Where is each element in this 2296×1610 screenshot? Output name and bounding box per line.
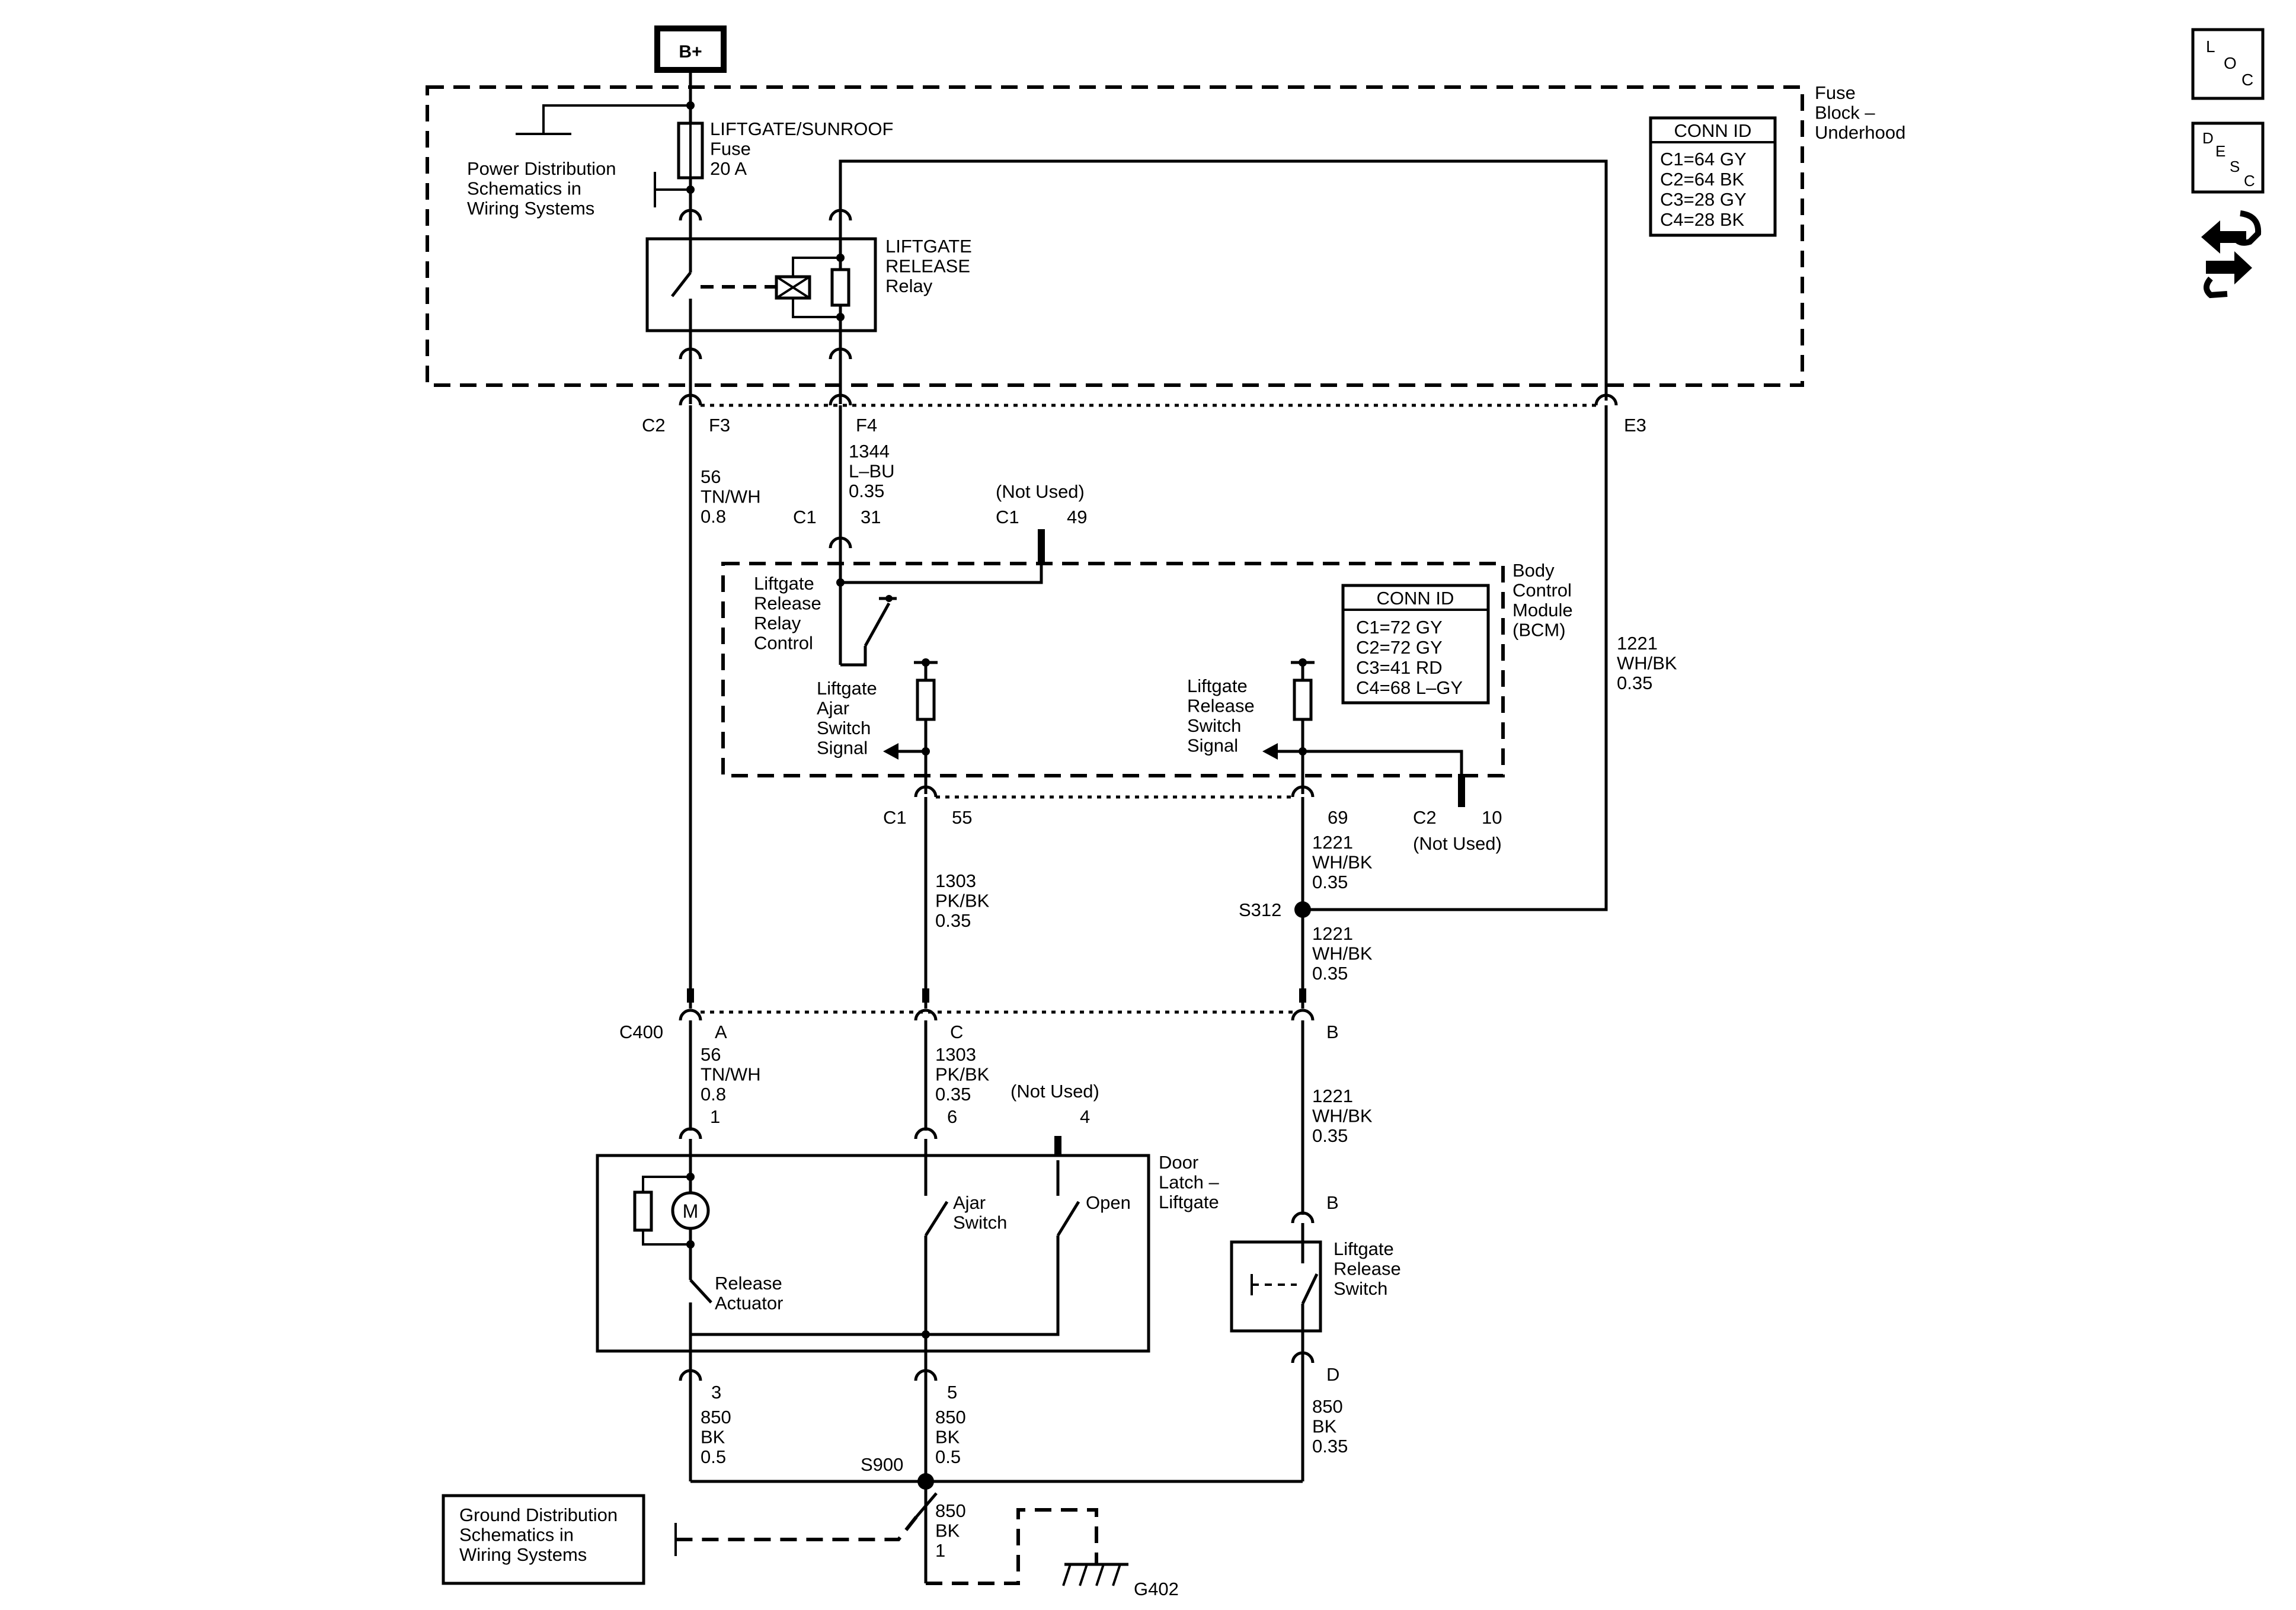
power-distribution-bracket — [654, 172, 690, 207]
wire-relay-to-e3 — [839, 159, 1608, 401]
ground-g402-label: G402 — [1134, 1579, 1179, 1599]
door-latch-liftgate — [596, 1154, 1150, 1353]
not-used-label: (Not Used) — [1011, 1081, 1099, 1102]
svg-text:L: L — [2206, 37, 2215, 56]
ground-distribution-reference-box — [442, 1494, 645, 1585]
c400-pin-b-label: B — [1326, 1022, 1339, 1042]
bcm-pin-69-label: 69 — [1328, 807, 1348, 828]
battery-positive-label: B+ — [679, 42, 702, 62]
bcm-conn-id-table: CONN ID C1=72 GY C2=72 GY C3=41 RD C4=68… — [1341, 584, 1490, 705]
conn-id-row: C1=64 GY — [1660, 149, 1747, 169]
open-switch-label: Open — [1086, 1192, 1131, 1213]
motor-label: M — [683, 1201, 699, 1222]
svg-text:C: C — [2241, 71, 2253, 89]
bcm-c1-connector-label: C1 — [793, 507, 817, 527]
fuse-block-boundary — [426, 85, 1804, 387]
connector-c400-label: C400 — [619, 1022, 663, 1042]
latch-pin-5-label: 5 — [947, 1382, 957, 1403]
wrench-diagnostic-icon[interactable] — [2201, 210, 2262, 299]
conn-id-row: C3=28 GY — [1660, 189, 1747, 210]
svg-text:O: O — [2224, 54, 2237, 72]
splice-s312-label: S312 — [1239, 900, 1281, 920]
bcm-c1-connector-label: C1 — [996, 507, 1019, 527]
ground-g402-symbol — [1062, 1563, 1128, 1586]
conn-id-row: C2=72 GY — [1356, 637, 1443, 658]
svg-text:E: E — [2215, 142, 2225, 160]
wire-1221-to-e3 — [1303, 405, 1608, 911]
c400-pin-a-label: A — [715, 1022, 727, 1042]
release-switch-pin-d-label: D — [1326, 1364, 1339, 1385]
c400-pin-c-label: C — [950, 1022, 963, 1042]
latch-pin-6-label: 6 — [947, 1106, 957, 1127]
latch-pin-3-label: 3 — [711, 1382, 721, 1403]
liftgate-release-switch — [1230, 1240, 1322, 1333]
bcm-boundary — [721, 562, 1505, 777]
svg-text:C: C — [2244, 172, 2255, 190]
motor-symbol — [671, 1191, 710, 1230]
not-used-label: (Not Used) — [1413, 833, 1502, 854]
bcm-pin-49-label: 49 — [1067, 507, 1087, 527]
conn-id-row: C3=41 RD — [1356, 657, 1443, 678]
release-switch-pin-b-label: B — [1326, 1192, 1339, 1213]
description-icon[interactable]: D E S C — [2191, 121, 2265, 194]
pin-f3-label: F3 — [709, 415, 730, 436]
conn-id-row: C2=64 BK — [1660, 169, 1745, 190]
connector-c2-label: C2 — [642, 415, 666, 436]
svg-text:S: S — [2230, 158, 2240, 175]
bcm-pin-31-label: 31 — [861, 507, 881, 527]
ground-g402-link — [926, 1508, 1098, 1585]
bcm-c1-connector-label: C1 — [883, 807, 907, 828]
splice-s900-label: S900 — [861, 1454, 903, 1475]
conn-id-title: CONN ID — [1377, 588, 1454, 609]
conn-id-row: C4=68 L–GY — [1356, 677, 1463, 698]
pin-f4-label: F4 — [856, 415, 877, 436]
latch-pin-1-label: 1 — [710, 1106, 720, 1127]
bcm-pin-10-label: 10 — [1482, 807, 1502, 828]
svg-text:D: D — [2202, 129, 2214, 147]
battery-positive-terminal: B+ — [654, 25, 727, 73]
location-icon[interactable]: L O C — [2191, 28, 2265, 100]
power-distribution-tap — [542, 104, 690, 134]
not-used-label: (Not Used) — [996, 481, 1085, 502]
pin-e3-label: E3 — [1624, 415, 1646, 436]
conn-id-row: C4=28 BK — [1660, 209, 1745, 230]
ground-ref-link — [676, 1516, 918, 1541]
bcm-pin-55-label: 55 — [952, 807, 972, 828]
conn-id-title: CONN ID — [1674, 120, 1752, 141]
conn-id-row: C1=72 GY — [1356, 617, 1443, 638]
latch-pin-4-label: 4 — [1080, 1106, 1090, 1127]
bcm-c2-connector-label: C2 — [1413, 807, 1437, 828]
fuse-block-conn-id-table: CONN ID C1=64 GY C2=64 BK C3=28 GY C4=28… — [1649, 116, 1777, 237]
